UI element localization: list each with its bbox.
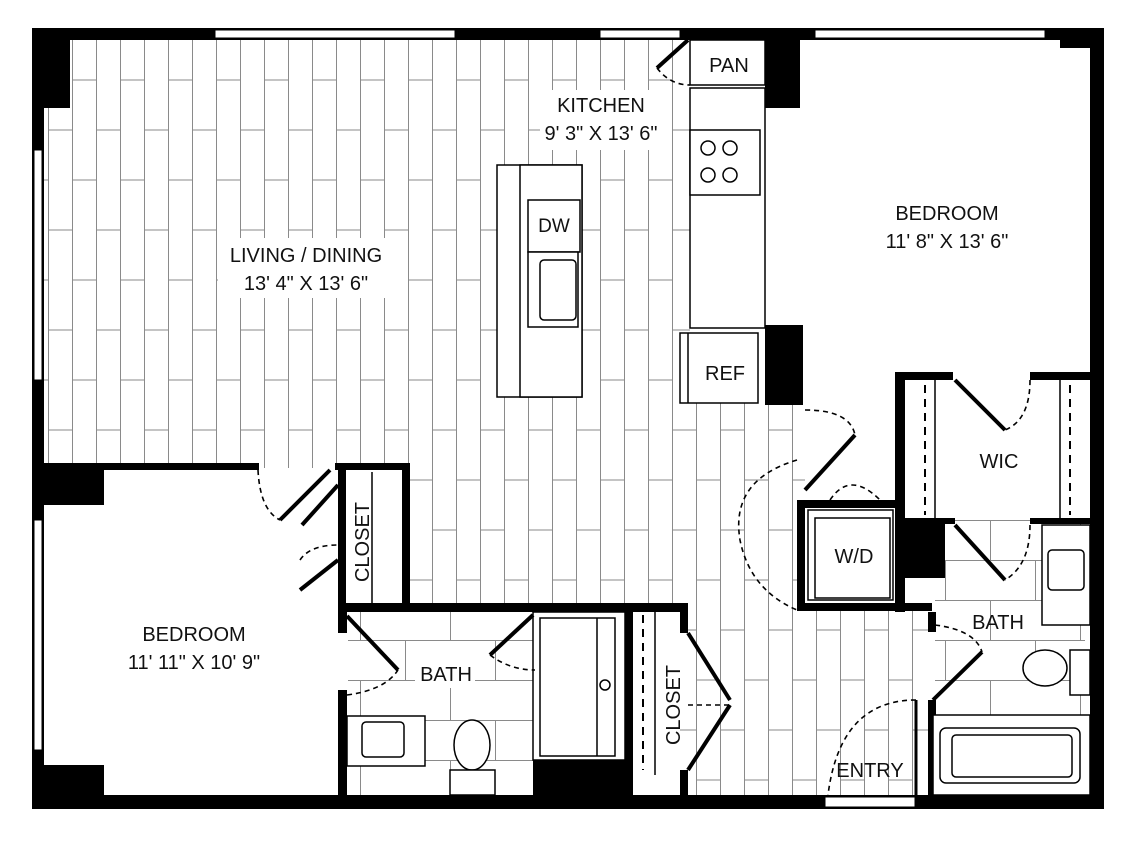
bedroom-2-label: BEDROOM xyxy=(142,624,245,646)
bedroom-1-dims: 11' 8" X 13' 6" xyxy=(886,231,1009,253)
exterior-walls xyxy=(32,28,1104,809)
kitchen-dims: 9' 3" X 13' 6" xyxy=(544,123,657,145)
room-labels: LIVING / DINING 13' 4" X 13' 6" KITCHEN … xyxy=(128,55,1024,782)
pantry-label: PAN xyxy=(709,55,749,77)
washer-dryer xyxy=(807,509,894,601)
bedroom-2-dims: 11' 11" X 10' 9" xyxy=(128,652,260,674)
wic-label: WIC xyxy=(980,451,1019,473)
kitchen-label: KITCHEN xyxy=(557,95,645,117)
washer-dryer-label: W/D xyxy=(835,546,874,568)
dishwasher-label: DW xyxy=(538,216,570,237)
bath-2-label: BATH xyxy=(972,612,1024,634)
living-room-dims: 13' 4" X 13' 6" xyxy=(244,273,368,295)
bedroom-1-label: BEDROOM xyxy=(895,203,998,225)
kitchen-counter xyxy=(496,39,766,404)
bath-1-label: BATH xyxy=(420,664,472,686)
closet-2-label: CLOSET xyxy=(663,665,685,745)
entry-label: ENTRY xyxy=(836,760,903,782)
refrigerator-label: REF xyxy=(705,363,745,385)
closet-shelves xyxy=(371,380,1071,775)
bath-fixtures-2 xyxy=(932,524,1091,796)
label-backgrounds xyxy=(218,90,670,688)
doors xyxy=(257,38,1031,796)
interior-walls xyxy=(44,325,1090,798)
bath-fixtures-1 xyxy=(346,611,626,796)
living-room-label: LIVING / DINING xyxy=(230,245,382,267)
closet-1-label: CLOSET xyxy=(352,502,374,582)
